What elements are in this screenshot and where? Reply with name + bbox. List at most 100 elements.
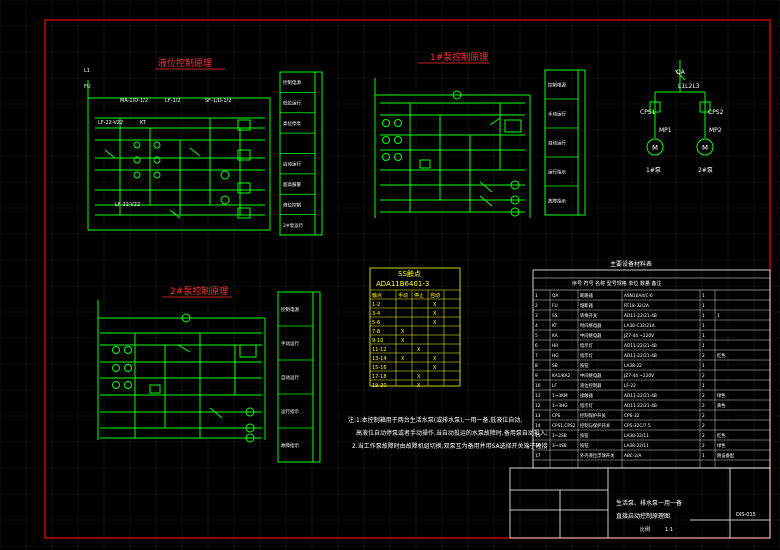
switch-cell: 11-12 bbox=[372, 347, 387, 353]
switch-cell: X bbox=[433, 356, 437, 362]
materials-cell: KT bbox=[552, 323, 557, 329]
materials-cell: AD11-22/21-4B bbox=[624, 313, 657, 319]
materials-cell: 转换开关 bbox=[580, 312, 598, 319]
materials-cell: 2 bbox=[702, 423, 705, 429]
materials-cell: 1 bbox=[702, 323, 705, 329]
materials-cell: 1 bbox=[717, 313, 720, 319]
materials-cell: 1 bbox=[702, 363, 705, 369]
materials-cell: AD11-22/21-4B bbox=[624, 393, 657, 399]
side-label: 运行指示 bbox=[548, 169, 566, 176]
note-line-2: 高液位自动停泵或者手动操作,当自动投运的水泵故障时,备用泵自动投入; bbox=[356, 429, 548, 437]
switch-cell: 9-10 bbox=[372, 338, 383, 344]
materials-cell: CPS-32 bbox=[624, 413, 640, 419]
switch-cell: X bbox=[417, 374, 421, 380]
materials-cell: 1 bbox=[702, 343, 705, 349]
motor-qa-label: QA bbox=[676, 69, 686, 76]
materials-cell: LF-22 bbox=[624, 383, 636, 389]
pump2-control-title: 2#泵控制原理 bbox=[170, 285, 228, 297]
materials-cell: 随设备配 bbox=[717, 452, 735, 459]
switch-cell: X bbox=[401, 338, 405, 344]
switch-header-cell: 手动 bbox=[398, 292, 408, 299]
side-label: 启动运行 bbox=[283, 161, 301, 168]
title-block bbox=[509, 467, 771, 539]
note-line-3: 2.当工作泵故障时由故障机组切换,双泵互为备用并用SA选择开关端子短接 bbox=[352, 442, 548, 450]
materials-cell: 断路器 bbox=[580, 292, 594, 299]
materials-cell: 红色 bbox=[717, 352, 726, 359]
materials-cell: 2 bbox=[535, 303, 538, 309]
title-block-scale-label: 比例 bbox=[640, 526, 650, 533]
materials-cell: 1 bbox=[702, 333, 705, 339]
materials-cell: 2 bbox=[702, 353, 705, 359]
side-label: 控制电源 bbox=[281, 306, 299, 313]
materials-cell: 6 bbox=[535, 343, 538, 349]
switch-cell: 3-4 bbox=[372, 311, 380, 317]
materials-cell: 3 bbox=[535, 313, 538, 319]
materials-cell: 2 bbox=[702, 413, 705, 419]
level-fu-label: FU bbox=[84, 84, 91, 90]
switch-table-title: SS触点 bbox=[398, 269, 421, 278]
materials-cell: AD11-22/21-4B bbox=[624, 403, 657, 409]
materials-cell: RT18-32/2A bbox=[624, 303, 649, 309]
materials-cell: 8 bbox=[535, 363, 538, 369]
materials-cell: 2 bbox=[702, 443, 705, 449]
materials-cell: 黄色 bbox=[717, 402, 726, 409]
title-block-line1: 生活泵、排水泵一用一备 bbox=[616, 499, 682, 507]
side-label: 手动运行 bbox=[281, 340, 299, 347]
materials-cell: 1 bbox=[702, 383, 705, 389]
materials-cell: 控制保护开关 bbox=[580, 412, 606, 419]
materials-cell: 按钮 bbox=[580, 442, 589, 449]
materials-cell: 2 bbox=[702, 403, 705, 409]
pump2-motor-symbol bbox=[696, 138, 714, 156]
side-label: 液位控制 bbox=[283, 201, 301, 208]
motor-mp2-label: MP2 bbox=[709, 127, 722, 134]
materials-cell: CPS-32C/7.5 bbox=[624, 423, 651, 429]
materials-cell: ABC-2/A bbox=[624, 453, 642, 459]
materials-cell: 1 bbox=[702, 293, 705, 299]
switch-cell: 17-18 bbox=[372, 374, 387, 380]
materials-cell: 指示灯 bbox=[580, 352, 594, 359]
materials-cell: FU bbox=[552, 303, 558, 309]
materials-cell: 15 bbox=[535, 433, 541, 439]
materials-cell: 按钮 bbox=[580, 362, 589, 369]
level-sa1-label: MA-1/D-1/2 bbox=[120, 98, 148, 104]
motor-cps1-label: CPS1 bbox=[640, 109, 656, 116]
switch-cell: X bbox=[417, 347, 421, 353]
materials-cell: LA38-22/11 bbox=[624, 443, 649, 449]
materials-cell: 1 bbox=[702, 303, 705, 309]
materials-cell: JZ7-44 ~220V bbox=[623, 373, 654, 379]
side-label: 运行指示 bbox=[281, 408, 299, 415]
materials-cell: 1 bbox=[702, 313, 705, 319]
materials-cell: KA1/KA2 bbox=[552, 373, 571, 379]
switch-cell: 5-6 bbox=[372, 320, 380, 326]
pump1-control-title: 1#泵控制原理 bbox=[430, 51, 488, 63]
level-l1-label: L1 bbox=[84, 68, 90, 74]
materials-table-title: 主要设备材料表 bbox=[610, 260, 652, 268]
materials-cell: 中间继电器 bbox=[580, 372, 602, 379]
materials-cell: KA bbox=[552, 333, 558, 339]
materials-cell: 1~3KM bbox=[552, 393, 568, 399]
materials-cell: 熔断器 bbox=[580, 302, 594, 309]
materials-cell: 外壳液位浮球开关 bbox=[580, 452, 615, 459]
level-control-title: 液位控制原理 bbox=[158, 57, 212, 69]
materials-cell: 7 bbox=[535, 353, 538, 359]
side-label: 手动运行 bbox=[548, 111, 566, 118]
materials-cell: 17 bbox=[535, 453, 541, 459]
level-control-circuit bbox=[87, 80, 271, 231]
materials-cell: ASN10A4/C-6 bbox=[624, 293, 653, 299]
materials-cell: LA38-22 bbox=[624, 363, 642, 369]
materials-cell: 液位控制器 bbox=[580, 382, 602, 389]
switch-cell: X bbox=[433, 302, 437, 308]
note-line-1: 注:1.本控制箱用于两台生活水泵(或排水泵),一用一备,低液位自动, bbox=[348, 416, 522, 424]
switch-header-cell: 停止 bbox=[414, 292, 424, 299]
switch-cell: 1-2 bbox=[372, 302, 380, 308]
materials-cell: 2 bbox=[702, 393, 705, 399]
materials-cell: 指示灯 bbox=[580, 402, 594, 409]
materials-cell: LA38-22/11 bbox=[624, 433, 649, 439]
